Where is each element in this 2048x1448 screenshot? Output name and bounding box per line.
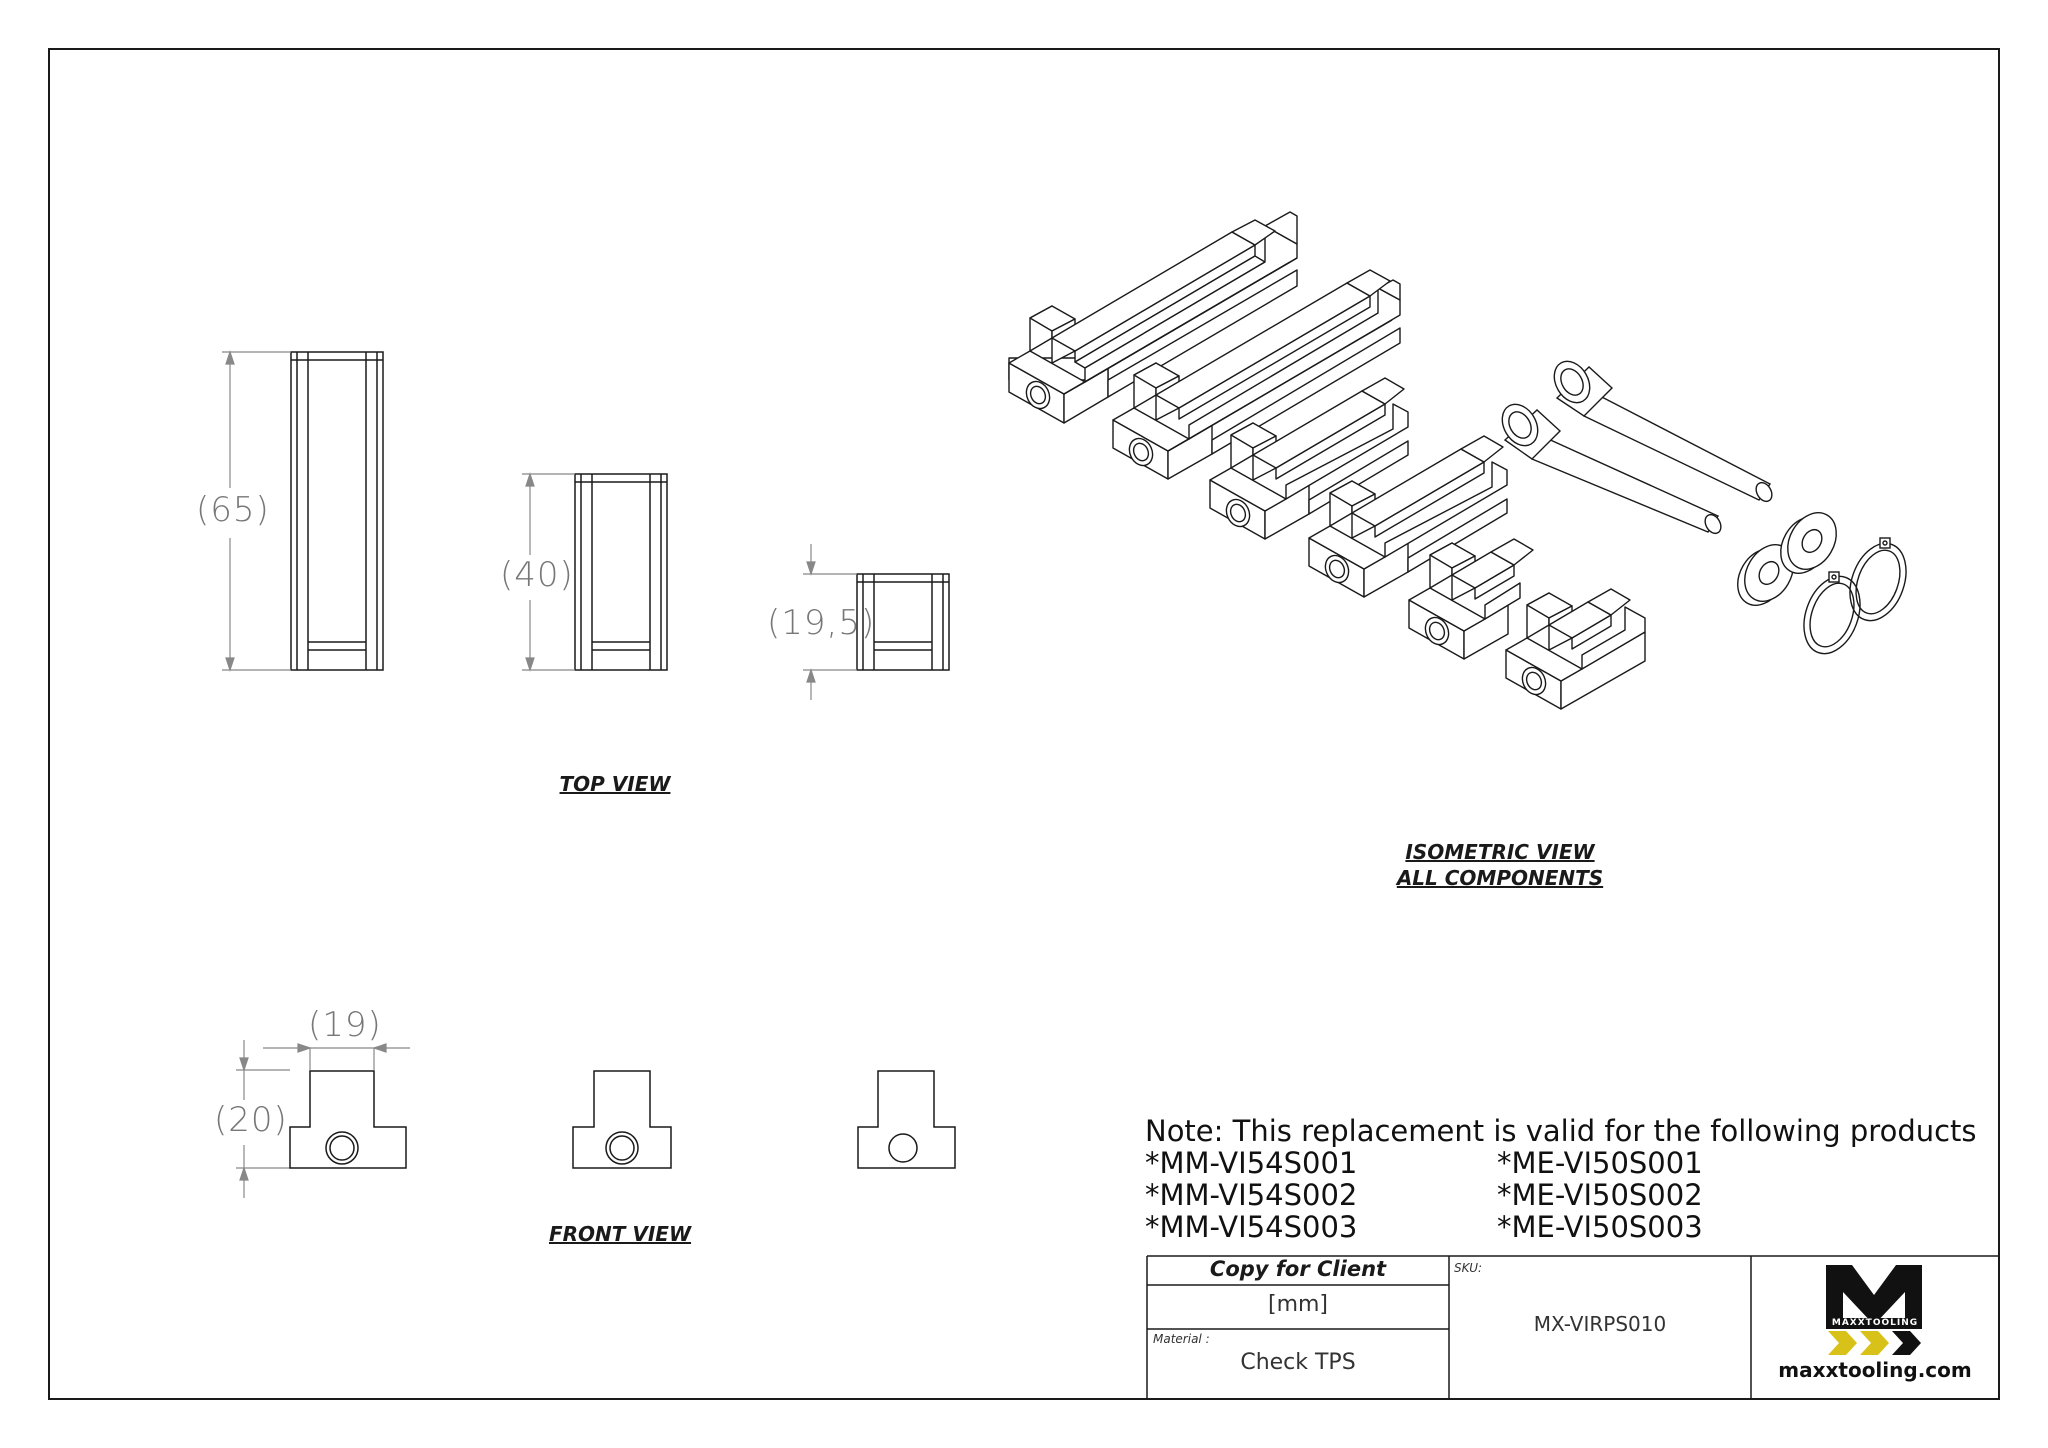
iso-jaw-medium-4: [1308, 435, 1508, 598]
iso-screw-1: [1501, 403, 1722, 535]
product-right-3: *ME-VI50S003: [1497, 1210, 1703, 1244]
iso-circlip-2: [1849, 537, 1907, 622]
product-right-1: *ME-VI50S001: [1497, 1146, 1703, 1180]
dim-19-5: (19,5): [767, 603, 876, 643]
brand-name: MAXXTOOLING: [1831, 1318, 1919, 1328]
front-view-label: FRONT VIEW: [548, 1222, 692, 1246]
maxxtooling-logo: [1826, 1265, 1922, 1355]
iso-jaw-short-5: [1408, 538, 1534, 660]
title-block-frame: [1146, 1255, 1999, 1399]
dim-40: (40): [500, 555, 574, 595]
iso-jaw-long-2: [1112, 269, 1401, 480]
units-label: [mm]: [1267, 1292, 1329, 1317]
isometric-view-label: ISOMETRIC VIEW: [1405, 840, 1595, 864]
note-heading: Note: This replacement is valid for the …: [1145, 1114, 1977, 1148]
product-left-3: *MM-VI54S003: [1145, 1210, 1358, 1244]
top-view-part-40: [574, 473, 668, 671]
iso-jaw-short-6: [1505, 588, 1646, 710]
sheet-border: [48, 48, 2000, 1400]
iso-screw-2: [1553, 360, 1773, 503]
iso-circlip-1: [1803, 571, 1861, 655]
front-view-part-2: [572, 1070, 672, 1169]
dimension-lines: [222, 350, 857, 1198]
front-view-part-1: [289, 1070, 407, 1169]
dim-65: (65): [196, 490, 270, 530]
front-view-part-3: [857, 1070, 956, 1169]
material-value: Check TPS: [1240, 1350, 1356, 1375]
top-view-part-19-5: [856, 573, 950, 671]
top-view-label: TOP VIEW: [559, 772, 671, 796]
material-label: Material :: [1153, 1332, 1210, 1346]
dim-19-front: (19): [308, 1005, 382, 1045]
product-left-2: *MM-VI54S002: [1145, 1178, 1358, 1212]
top-view-part-65: [290, 351, 384, 671]
product-right-2: *ME-VI50S002: [1497, 1178, 1703, 1212]
iso-jaw-medium-3: [1209, 377, 1409, 540]
sku-label: SKU:: [1454, 1261, 1483, 1275]
dim-20-front: (20): [214, 1100, 288, 1140]
product-left-1: *MM-VI54S001: [1145, 1146, 1358, 1180]
iso-jaw-long-1: [1008, 211, 1298, 424]
sku-value: MX-VIRPS010: [1533, 1312, 1667, 1336]
all-components-label: ALL COMPONENTS: [1396, 866, 1604, 890]
copy-for-client-label: Copy for Client: [1209, 1257, 1387, 1281]
iso-washer-2: [1780, 512, 1837, 574]
brand-url: maxxtooling.com: [1778, 1358, 1972, 1382]
